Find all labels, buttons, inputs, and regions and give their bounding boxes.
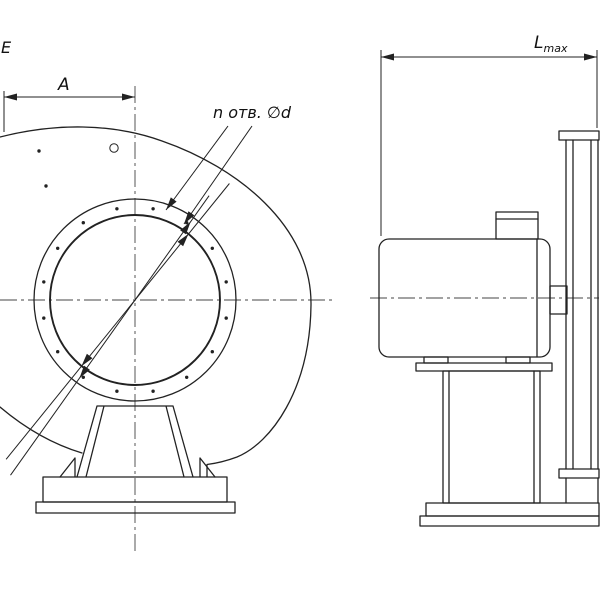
motor-foot-right: [505, 356, 531, 364]
pedestal-outline: [76, 405, 194, 478]
diameter-dim-line: [10, 195, 210, 476]
dim-a-label: A: [57, 75, 70, 95]
bolt-hole-dot: [115, 207, 119, 211]
bolt-hole-dot: [151, 207, 155, 211]
bolt-hole-dot: [42, 316, 46, 320]
stand-top-plate: [415, 362, 553, 372]
bolt-hole-dot: [210, 350, 214, 354]
leader-arrowhead-icon: [163, 197, 177, 213]
base-plate: [35, 501, 236, 514]
front-view: [0, 126, 312, 514]
diameter-dim-line: [5, 183, 230, 460]
center-lines: [0, 86, 599, 552]
motor-stand: [415, 362, 553, 504]
flange-outer-circle: [33, 198, 237, 402]
bolt-hole-dot: [56, 350, 60, 354]
casing-small-hole: [109, 143, 119, 153]
bolt-hole-dot: [115, 389, 119, 393]
casing-rivet-dot: [44, 184, 48, 188]
pedestal-gussets: [59, 457, 216, 478]
holes-note-label: n отв. ∅d: [213, 103, 292, 122]
dim-lmax-label: Lmax: [534, 33, 568, 55]
dimension-lmax: Lmax: [380, 33, 598, 236]
terminal-box: [495, 211, 539, 240]
bolt-hole-dot: [210, 246, 214, 250]
housing-side: [558, 130, 600, 504]
housing-bottom-flange: [558, 468, 600, 479]
bolt-holes: [42, 207, 228, 393]
diameter-dimensions: [5, 183, 230, 476]
bolt-hole-dot: [56, 246, 60, 250]
stand-frame: [442, 370, 541, 504]
motor-foot-left: [423, 356, 449, 364]
bolt-hole-dot: [224, 316, 228, 320]
volute-casing-bottom-arc: [0, 406, 83, 454]
base-plate: [419, 515, 600, 527]
base-block: [425, 502, 600, 517]
holes-callout: n отв. ∅d: [163, 103, 292, 227]
bolt-hole-dot: [81, 221, 86, 225]
inlet-inner-circle: [49, 214, 221, 386]
pedestal: [59, 405, 216, 478]
dimension-a: A: [3, 75, 135, 132]
casing-rim-holes: [37, 143, 119, 188]
side-base: [419, 502, 600, 527]
casing-rivet-dot: [37, 149, 41, 153]
bolt-hole-dot: [151, 389, 155, 393]
shaft-coupling: [549, 285, 568, 315]
holes-leader-line: [165, 125, 229, 211]
dimensions: A E n отв. ∅d Lmax: [1, 33, 598, 476]
bolt-hole-dot: [81, 375, 86, 379]
housing-top-flange: [558, 130, 600, 141]
front-base: [35, 476, 236, 514]
side-view: [378, 130, 600, 527]
bolt-hole-dot: [224, 280, 228, 284]
holes-leader-line: [183, 125, 253, 225]
volute-casing-outline: [0, 126, 312, 478]
bolt-hole-dot: [42, 280, 46, 284]
bolt-hole-dot: [185, 375, 189, 379]
edge-letter-label: E: [1, 38, 12, 57]
